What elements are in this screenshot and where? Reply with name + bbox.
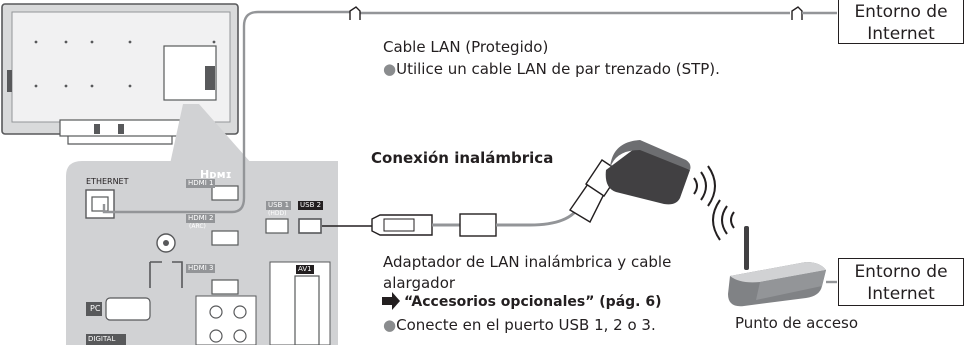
digital-label: DIGITAL — [88, 335, 116, 343]
internet-box-top-line1: Entorno de — [854, 2, 948, 22]
lan-cable-note: ●Utilice un cable LAN de par trenzado (S… — [383, 62, 720, 77]
lan-cable-label: Cable LAN (Protegido) — [383, 38, 549, 56]
usb-port-note-text: Conecte en el puerto USB 1, 2 o 3. — [396, 316, 656, 334]
adapter-label-line2: alargador — [383, 274, 456, 292]
lan-cable-path — [102, 10, 352, 214]
pc-label: PC — [90, 304, 101, 313]
accessories-reference-link[interactable]: “Accesorios opcionales” (pág. 6) — [404, 294, 662, 310]
zoom-callout — [170, 104, 252, 164]
hdmi-logo: Hᴅᴍɪ — [200, 168, 232, 181]
router-signal-icon — [712, 199, 735, 241]
internet-box-bottom: Entorno de Internet — [838, 258, 964, 306]
arrow-right-icon — [382, 292, 400, 310]
access-point-icon — [728, 226, 826, 307]
arc-label: (ARC) — [189, 223, 206, 230]
wireless-heading: Conexión inalámbrica — [371, 149, 554, 167]
lan-plug-left — [349, 6, 361, 20]
ethernet-label: ETHERNET — [86, 177, 129, 186]
lan-cable-note-text: Utilice un cable LAN de par trenzado (ST… — [396, 60, 720, 78]
usb-extension-cable — [322, 204, 582, 237]
adapter-signal-icon — [693, 165, 716, 207]
adapter-label-line1: Adaptador de LAN inalámbrica y cable — [383, 253, 672, 271]
internet-box-bottom-line2: Internet — [867, 284, 935, 304]
tv-connector-panel — [66, 161, 338, 345]
usb1-label: USB 1 — [266, 201, 292, 210]
hdmi1-label: HDMI 1 — [186, 179, 216, 188]
usb2-label: USB 2 — [298, 201, 324, 210]
lan-plug-right — [791, 6, 803, 20]
bullet-icon: ● — [383, 316, 397, 334]
hdmi3-label: HDMI 3 — [186, 264, 216, 273]
hdd-label: (HDD) — [268, 210, 287, 217]
internet-box-top-line2: Internet — [867, 24, 935, 44]
usb-port-note: ●Conecte en el puerto USB 1, 2 o 3. — [383, 318, 656, 333]
wireless-lan-adapter — [568, 140, 691, 223]
internet-box-top: Entorno de Internet — [838, 0, 964, 44]
tv-rear-illustration — [1, 3, 239, 145]
internet-box-bottom-line1: Entorno de — [854, 262, 948, 282]
access-point-label: Punto de acceso — [735, 314, 859, 332]
hdmi2-label: HDMI 2 — [186, 214, 216, 223]
bullet-icon: ● — [383, 60, 397, 78]
av1-label: AV1 — [296, 265, 314, 274]
